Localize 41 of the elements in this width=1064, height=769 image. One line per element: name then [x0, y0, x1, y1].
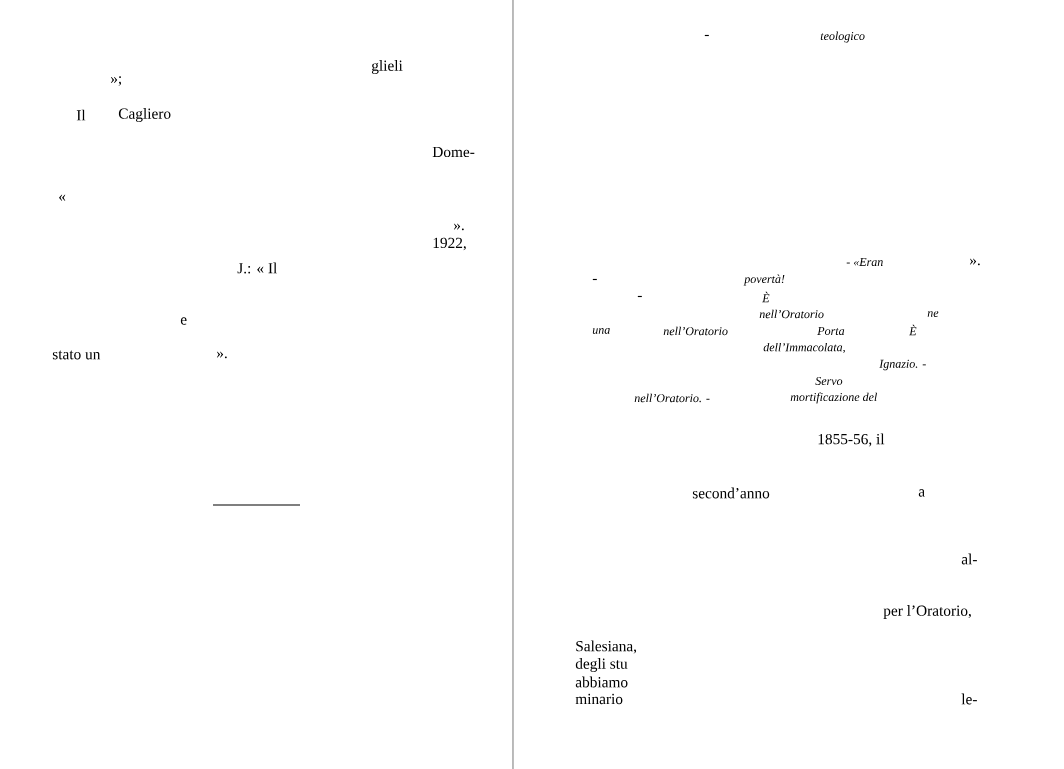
- text-label: Salesiana,: [576, 640, 637, 654]
- text-label: 1855-56, il: [818, 433, 885, 447]
- text-label: dell’Immacolata,: [763, 342, 845, 354]
- text-label: J.: « Il: [237, 262, 277, 274]
- text-label: ».: [216, 351, 227, 359]
- text-label: mortificazione del: [790, 392, 877, 404]
- text-label: Cagliero: [118, 108, 171, 122]
- text-label: Ignazio. -: [879, 359, 926, 371]
- text-label: Servo: [815, 377, 843, 386]
- text-label: minario: [575, 693, 623, 705]
- text-label: a: [918, 489, 925, 497]
- text-label: -: [704, 34, 709, 37]
- text-label: nell’Oratorio: [663, 326, 728, 336]
- text-label: e: [180, 317, 187, 325]
- text-label: degli stu: [575, 658, 628, 672]
- text-label: Porta: [817, 327, 845, 335]
- text-label: - «Eran: [846, 258, 883, 266]
- text-label: nell’Oratorio. -: [634, 393, 710, 403]
- text-label: -: [637, 295, 642, 298]
- text-label: »;: [110, 76, 121, 86]
- text-label: le-: [961, 693, 977, 705]
- text-label: stato un: [52, 350, 101, 360]
- text-label: abbiamo: [575, 676, 628, 688]
- text-label: nell’Oratorio: [759, 309, 824, 319]
- text-label: ne: [927, 311, 939, 317]
- text-label: al-: [961, 553, 977, 565]
- text-label: È: [762, 291, 770, 303]
- text-label: Il: [76, 109, 86, 121]
- text-label: ».: [453, 223, 464, 231]
- text-label: È: [909, 324, 917, 336]
- text-label: second’anno: [692, 487, 770, 499]
- text-label: -: [592, 278, 597, 281]
- text-label: una: [592, 328, 610, 334]
- text-label: teologico: [820, 31, 865, 43]
- text-label: glieli: [371, 60, 403, 74]
- text-label: ».: [969, 258, 980, 266]
- text-label: «: [59, 194, 66, 201]
- text-label: per l’Oratorio,: [883, 605, 971, 619]
- text-label: povertà!: [743, 274, 785, 286]
- text-label: 1922,: [433, 237, 466, 251]
- text-label: Dome-: [432, 146, 475, 158]
